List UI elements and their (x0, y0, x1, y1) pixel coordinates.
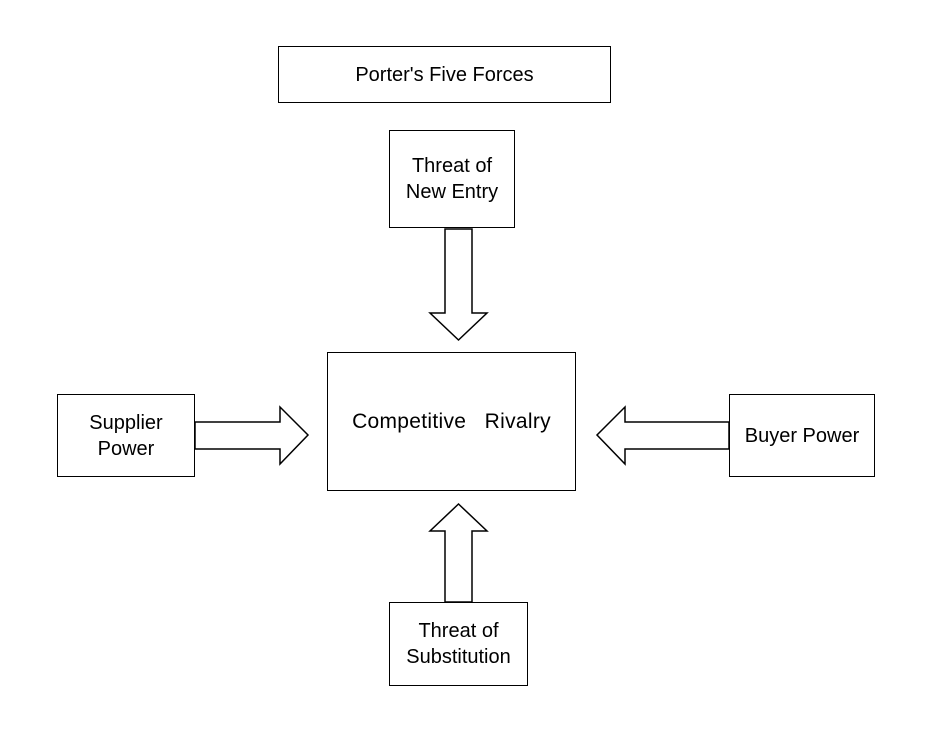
force-box-threat-of-substitution: Threat of Substitution (389, 602, 528, 686)
center-box-competitive-rivalry: Competitive Rivalry (327, 352, 576, 491)
diagram-title-box: Porter's Five Forces (278, 46, 611, 103)
force-label-threat-of-new-entry: Threat of New Entry (405, 155, 499, 203)
arrow-right-supplier-to-rivalry (194, 405, 310, 466)
force-label-supplier-power: Supplier Power (89, 411, 163, 460)
force-box-supplier-power: Supplier Power (57, 394, 195, 477)
force-box-threat-of-new-entry: Threat of New Entry (389, 130, 515, 228)
arrow-down-new-entry-to-rivalry (428, 228, 489, 342)
force-label-buyer-power: Buyer Power (744, 424, 860, 447)
diagram-title: Porter's Five Forces (355, 63, 534, 86)
arrow-up-substitution-to-rivalry (428, 502, 489, 603)
arrow-left-buyer-to-rivalry (595, 405, 730, 466)
force-box-buyer-power: Buyer Power (729, 394, 875, 477)
center-label-competitive-rivalry: Competitive Rivalry (352, 409, 551, 433)
force-label-threat-of-substitution: Threat of Substitution (406, 620, 511, 668)
